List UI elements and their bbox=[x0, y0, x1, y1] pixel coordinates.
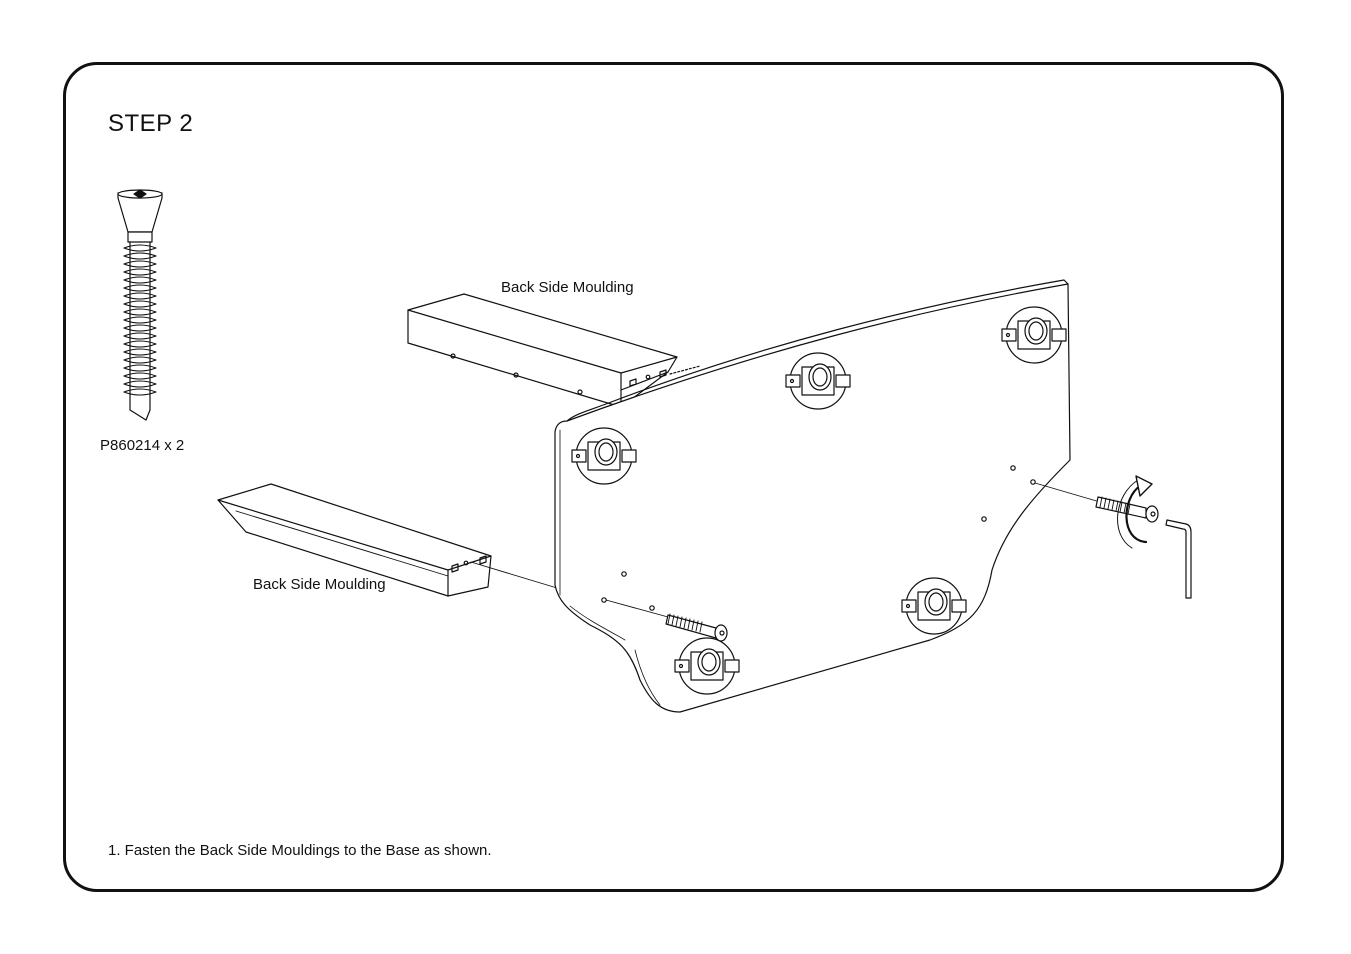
instruction-text: 1. Fasten the Back Side Mouldings to the… bbox=[108, 842, 492, 859]
bolt-icon bbox=[1035, 483, 1158, 522]
allen-key-icon bbox=[1166, 520, 1191, 598]
label-top-moulding: Back Side Moulding bbox=[501, 279, 634, 296]
top-moulding bbox=[408, 294, 700, 407]
bolt-icon bbox=[606, 600, 727, 641]
rotate-arrow-icon bbox=[1118, 476, 1152, 548]
caster-icon bbox=[572, 307, 1066, 694]
bolt-icon bbox=[118, 190, 162, 420]
label-bottom-moulding: Back Side Moulding bbox=[253, 576, 386, 593]
step-title: STEP 2 bbox=[108, 110, 194, 137]
step-frame bbox=[63, 62, 1284, 892]
bottom-moulding bbox=[218, 484, 557, 596]
part-code: P860214 x 2 bbox=[100, 437, 185, 454]
